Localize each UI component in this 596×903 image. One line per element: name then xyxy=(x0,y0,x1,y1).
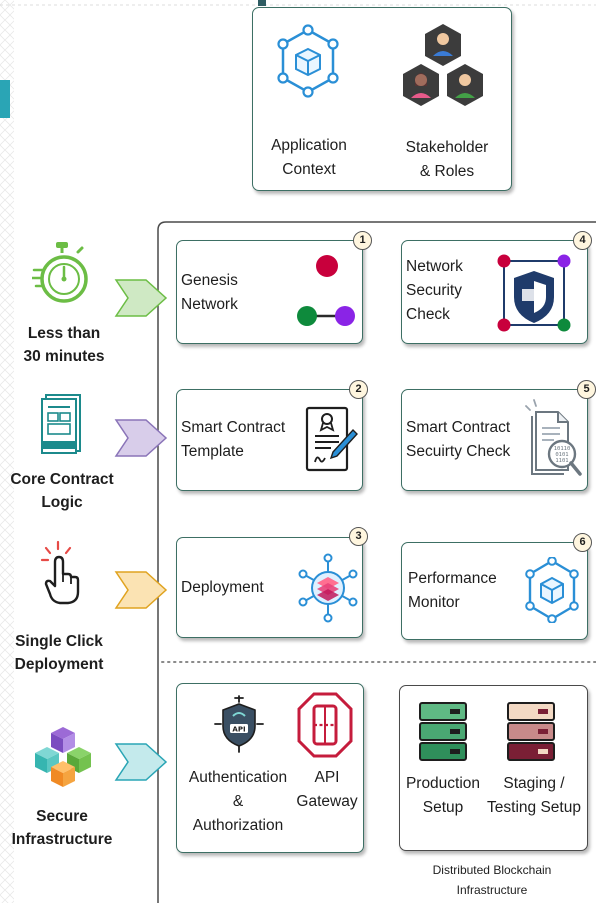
step-card-deployment[interactable]: Deployment xyxy=(176,537,363,638)
step-card-smart-contract-template[interactable]: Smart Contract Template xyxy=(176,389,363,491)
left-label-time: Less than 30 minutes xyxy=(23,325,105,365)
distributed-blockchain-caption: Distributed Blockchain Infrastructure xyxy=(432,863,552,897)
step-badge-5: 5 xyxy=(577,380,596,399)
application-context-label: Application Context xyxy=(271,137,347,178)
staging-server-icon xyxy=(507,702,555,761)
api-chip-label: API xyxy=(232,726,245,734)
authentication-label: Authentication & Authorization xyxy=(188,769,288,834)
left-label-infrastructure: Secure Infrastructure xyxy=(11,808,113,848)
step-badge-3: 3 xyxy=(349,527,368,546)
contract-pen-icon xyxy=(305,406,358,472)
step-card-genesis-network[interactable]: Genesis Network xyxy=(176,240,363,344)
left-label-deployment: Single Click Deployment xyxy=(14,633,104,673)
layers-hub-icon xyxy=(298,553,358,623)
top-context-panel: Application Context Stakeholder & Roles xyxy=(252,7,512,191)
arrow-green xyxy=(114,279,168,317)
api-shield-icon: API xyxy=(214,695,264,753)
smart-contract-template-label: Smart Contract Template xyxy=(181,419,286,460)
performance-monitor-label: Performance Monitor xyxy=(408,570,497,611)
network-security-label: Network Security Check xyxy=(406,258,463,323)
shield-network-icon xyxy=(497,254,571,332)
template-document-icon xyxy=(41,394,81,454)
step-badge-4: 4 xyxy=(573,231,592,250)
blockchain-setups-card[interactable]: Production Setup Staging / Testing Setup xyxy=(399,685,588,851)
cube-hex-icon xyxy=(525,557,579,623)
staging-setup-label: Staging / Testing Setup xyxy=(487,775,581,816)
network-nodes-icon xyxy=(297,255,355,326)
production-setup-label: Production Setup xyxy=(405,775,481,816)
hexagon-cube-icon xyxy=(277,24,339,98)
step-card-performance-monitor[interactable]: Performance Monitor xyxy=(401,542,588,640)
svg-text:1101: 1101 xyxy=(555,458,568,464)
smart-contract-security-label: Smart Contract Secuirty Check xyxy=(406,419,511,460)
production-server-icon xyxy=(419,702,467,761)
stakeholder-roles-label: Stakeholder & Roles xyxy=(405,139,489,180)
security-card[interactable]: API Authentication & Authorization API G… xyxy=(176,683,364,853)
step-card-network-security[interactable]: Network Security Check xyxy=(401,240,588,344)
step-badge-2: 2 xyxy=(349,380,368,399)
api-gateway-icon xyxy=(297,692,353,758)
genesis-network-label: Genesis Network xyxy=(181,272,238,313)
code-audit-icon: 10110 0101 1101 xyxy=(525,399,582,476)
stopwatch-icon xyxy=(32,242,88,303)
step-badge-1: 1 xyxy=(353,231,372,250)
svg-text:10110: 10110 xyxy=(554,446,571,452)
deployment-label: Deployment xyxy=(181,579,264,596)
step-badge-6: 6 xyxy=(573,533,592,552)
api-gateway-label: API Gateway xyxy=(296,769,358,810)
cubes-icon xyxy=(35,727,91,787)
stakeholders-icon xyxy=(403,24,483,106)
left-label-core-contract: Core Contract Logic xyxy=(10,471,114,511)
step-card-smart-contract-security[interactable]: Smart Contract Secuirty Check 10110 0101… xyxy=(401,389,588,491)
hand-click-icon xyxy=(40,540,80,605)
svg-text:0101: 0101 xyxy=(555,452,568,458)
